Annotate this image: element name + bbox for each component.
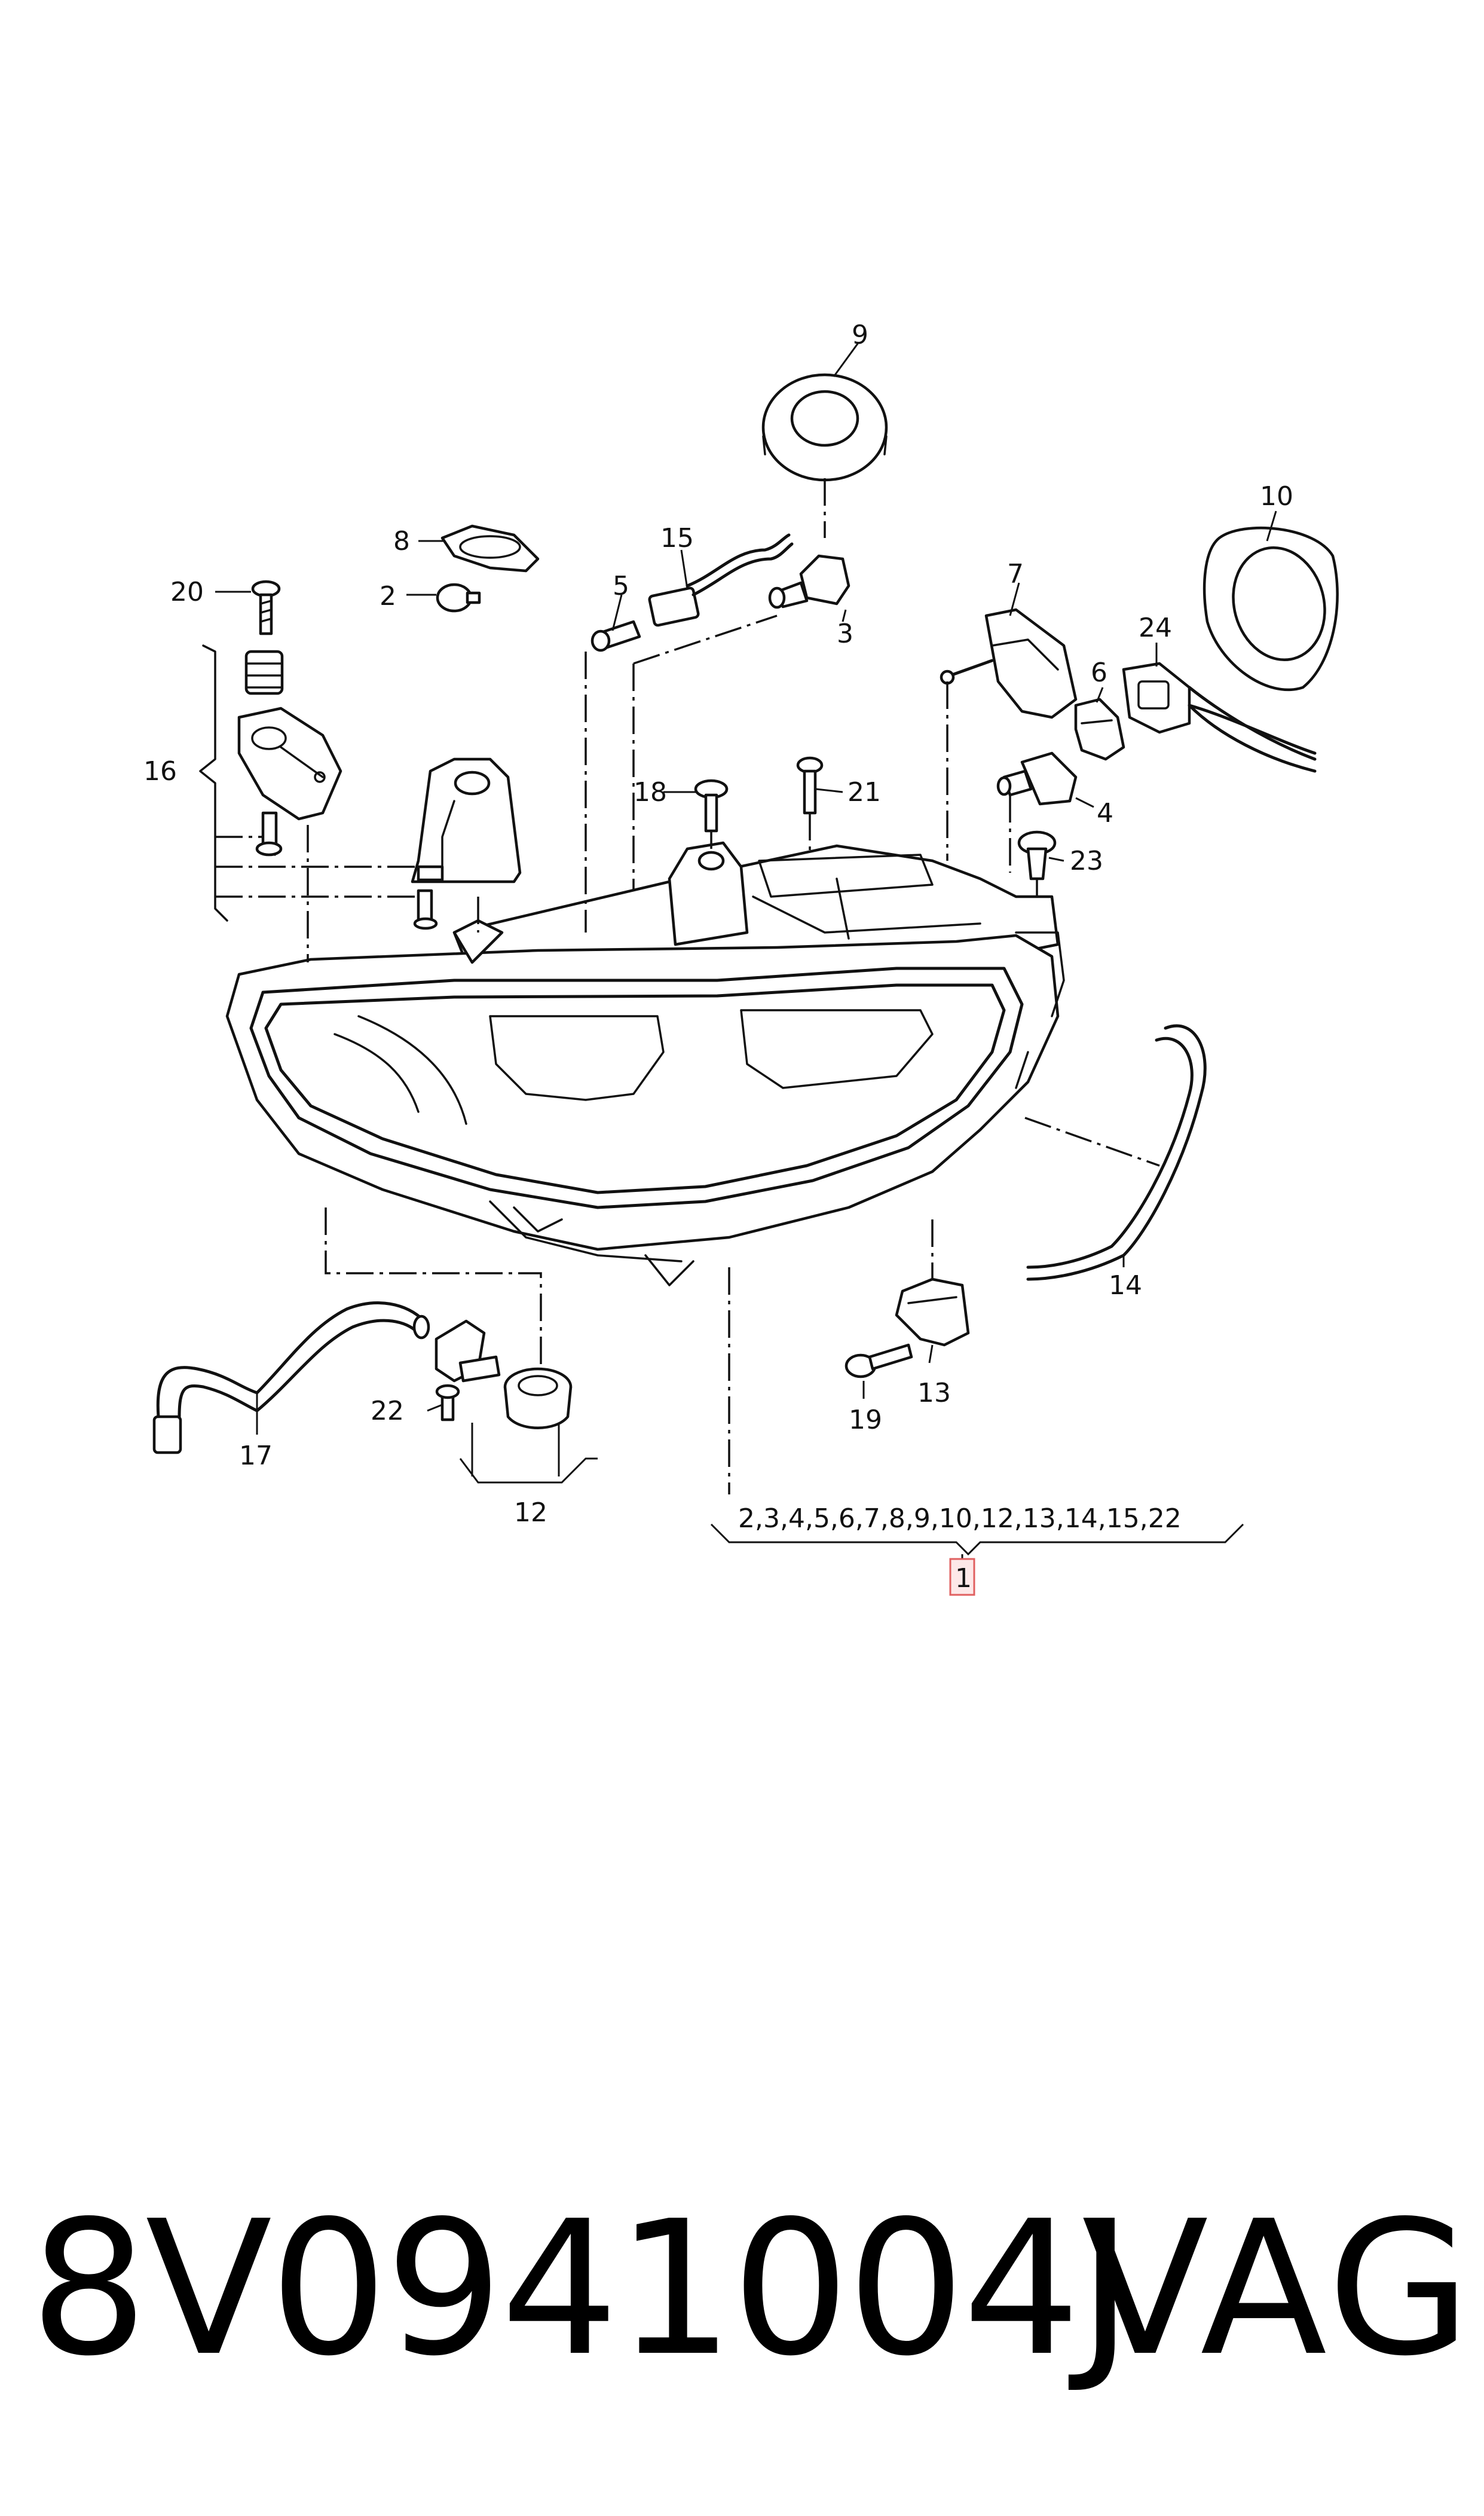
callout-22: 22 [371, 1396, 404, 1426]
callout-6: 6 [1091, 658, 1107, 688]
part-20-screw [251, 580, 281, 635]
callout-2: 2 [380, 581, 396, 612]
part-24-connector [1122, 662, 1317, 755]
callout-19: 19 [849, 1405, 882, 1435]
part-9-cover-cap [761, 373, 888, 482]
headlight-exploded-diagram: 9 10 8 2 20 15 5 3 7 6 24 16 18 21 4 23 … [143, 320, 1339, 1596]
callout-10: 10 [1260, 481, 1293, 512]
callout-20: 20 [170, 577, 204, 607]
callout-12: 12 [514, 1497, 547, 1528]
callout-8: 8 [393, 526, 410, 557]
headlight-housing [225, 841, 1065, 1286]
callout-17: 17 [239, 1441, 273, 1471]
part-2-bulb [436, 583, 481, 613]
callout-1: 1 [955, 1563, 972, 1594]
part-5-bulb [590, 620, 641, 652]
callout-23: 23 [1070, 846, 1103, 876]
callout-labels: 9 10 8 2 20 15 5 3 7 6 24 16 18 21 4 23 … [143, 320, 1293, 1596]
part-1-highlight-box [949, 1558, 975, 1596]
callout-leaders [215, 343, 1277, 1560]
callout-21: 21 [847, 777, 881, 808]
callout-7: 7 [1007, 559, 1024, 589]
part-4-bulb [996, 751, 1078, 806]
callout-16: 16 [143, 756, 177, 787]
callout-13: 13 [917, 1378, 951, 1408]
part-8-cap [440, 524, 540, 573]
part-13-bracket [895, 1277, 970, 1347]
footer: 8V0941004J VAG [0, 2176, 1484, 2403]
callout-15: 15 [660, 523, 694, 554]
callout-9: 9 [852, 320, 868, 350]
callout-5: 5 [613, 571, 629, 601]
upper-bracket [411, 757, 522, 930]
part-12-nozzle-kit [435, 1319, 573, 1429]
callout-24: 24 [1139, 613, 1172, 643]
callout-14: 14 [1109, 1270, 1142, 1301]
part-18-screw [694, 779, 729, 833]
part-15-wiring-harness [648, 533, 794, 627]
assembly-contents-list: 2,3,4,5,6,7,8,9,10,12,13,14,15,22 [738, 1503, 1182, 1534]
part-23-clip [1017, 830, 1057, 881]
part-16-adjuster-kit [199, 644, 342, 922]
part-10-cover-cap [1188, 526, 1339, 773]
part-7-actuator [940, 608, 1078, 719]
callout-18: 18 [634, 777, 667, 808]
part-3-bulb [768, 554, 850, 609]
part-21-screw [796, 756, 824, 815]
part-17-hose [152, 1301, 430, 1454]
part-14-seal-strip [1026, 1024, 1207, 1281]
part-19-screw [844, 1343, 913, 1378]
assembly-leader-lines [215, 478, 1160, 1494]
brand-name: VAG [1082, 2181, 1475, 2397]
part-6-socket [1074, 698, 1125, 761]
callout-4: 4 [1097, 798, 1113, 829]
callout-3: 3 [837, 619, 853, 649]
part-number: 8V0941004J [30, 2181, 1133, 2397]
